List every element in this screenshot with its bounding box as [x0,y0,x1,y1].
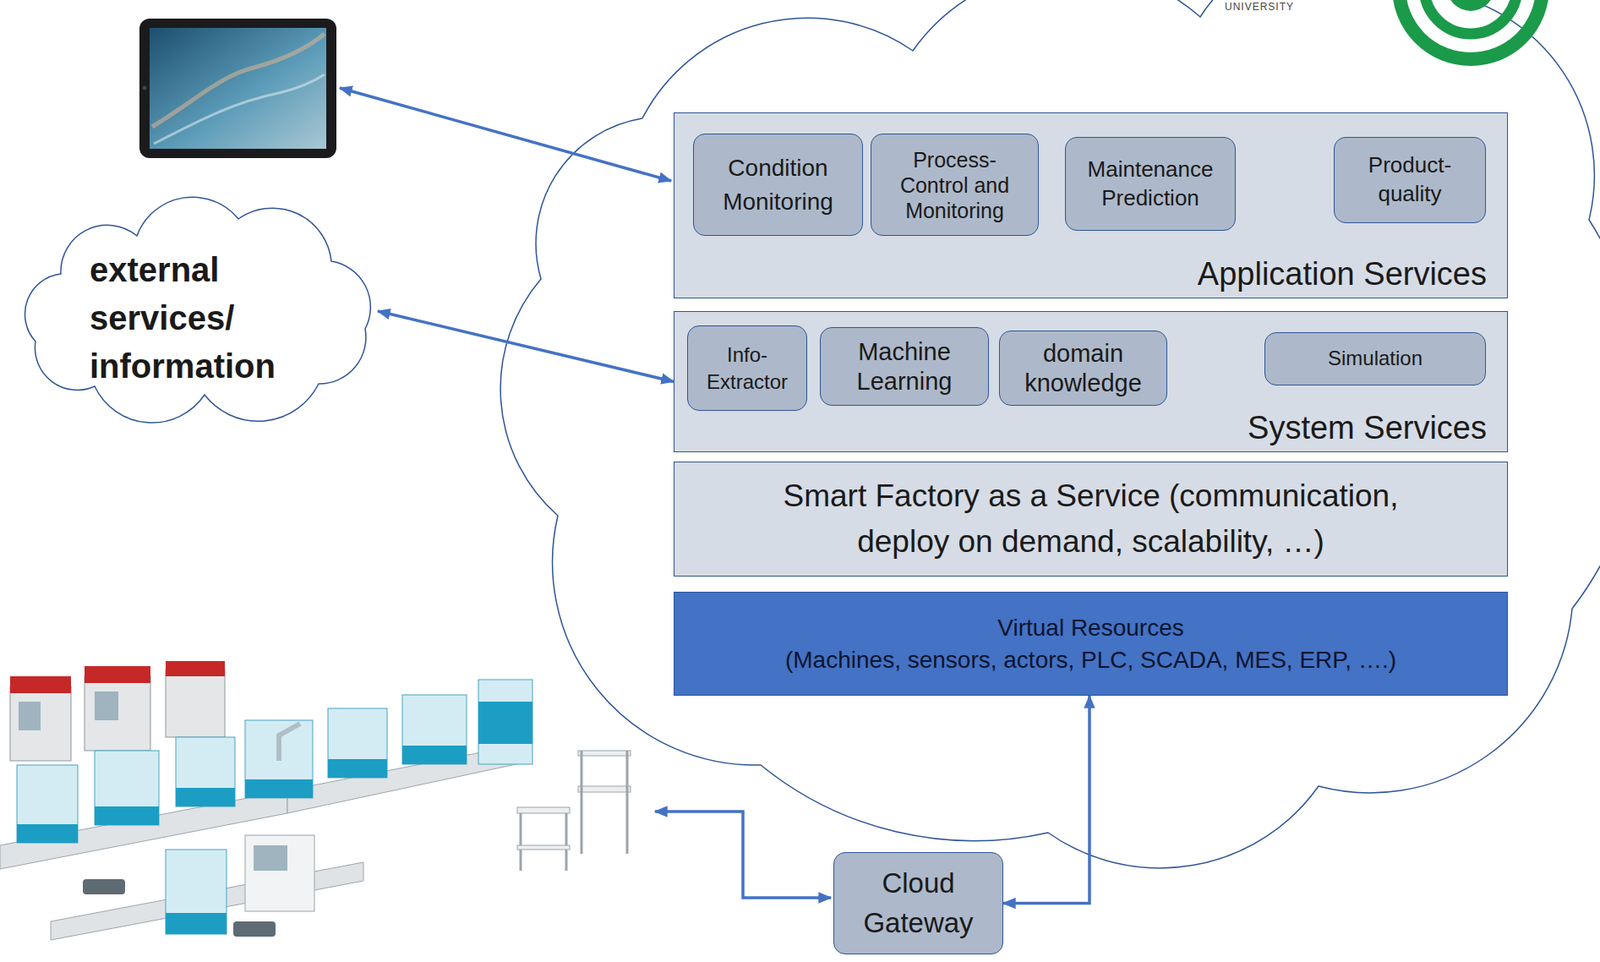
cabinet-glass [94,750,159,825]
cabinet-base [16,824,78,843]
tablet-screen [149,27,327,149]
service-box: Simulation [1264,332,1486,386]
machine-top [84,666,151,683]
cloud-label: external services/ information [89,245,301,391]
screen-swirl [152,33,325,127]
resource-band: Virtual Resources(Machines, sensors, act… [673,591,1508,696]
box-label: Product-quality [1341,151,1479,209]
box-label: Smart Factory as a Service (communicatio… [742,473,1440,564]
workstation-top [517,807,570,814]
cabinet-glass [402,694,467,765]
gateway-box: Cloud Gateway [833,851,1004,955]
machine-window [18,701,41,731]
band-heading: Virtual Resources [688,611,1494,645]
cabinet-glass [327,708,388,778]
university-logo [1398,0,1543,60]
box-label: Info-Extractor [693,341,802,394]
screen-swirl [153,74,325,144]
tablet-illustration [139,18,337,159]
service-box: Condition Monitoring [693,133,863,236]
workstation-leg [626,750,629,854]
cabinet-base [94,806,159,825]
service-box: domain knowledge [999,330,1168,406]
cabinet-base [402,745,467,765]
cabinet-glass [245,720,313,798]
service-box: Process-Control and Monitoring [870,133,1039,236]
agv [233,921,276,937]
service-box: Info-Extractor [687,325,808,411]
cabinet-base [165,912,227,934]
tablet-body [139,18,337,159]
tablet-arrow [339,87,672,181]
factory-illustration [0,660,631,940]
cabinet-glass [175,737,235,807]
platform-band: Smart Factory as a Service (communicatio… [673,461,1508,577]
cabinet-glass [16,764,78,843]
factory-arrow [655,811,831,898]
machine-body [84,676,151,751]
cabinet-base [327,759,388,778]
cloud-outline [24,196,371,423]
logo-arc [1424,0,1518,34]
white-machine [245,835,315,912]
layer-title: Application Services [1197,255,1487,295]
box-label: Cloud Gateway [842,863,994,942]
machine-window [94,691,119,721]
box-label: Machine Learning [827,337,982,397]
cabinet-glass [478,679,533,765]
box-label: Maintenance Prediction [1072,155,1229,213]
machine-body [165,669,225,738]
machine-top [165,660,225,677]
workstation-shelf [517,845,570,850]
service-box: Maintenance Prediction [1064,136,1236,231]
external-cloud: external services/ information [10,193,378,429]
logo-text: UNIVERSITY [1222,0,1297,13]
service-box: Machine Learning [819,327,989,406]
layer-title: System Services [1247,409,1487,448]
machine-top [10,676,71,694]
service-layer-band: System Services Info-Extractor Machine Lea… [673,311,1508,453]
machine-body [10,686,71,761]
band-body: (Machines, sensors, actors, PLC, SCADA, … [688,644,1494,677]
service-layer-band: Application Services Condition Monitoring… [673,112,1508,299]
cabinet-glass [165,849,227,934]
cabinet-panel [478,701,533,744]
logo-core [1447,0,1495,11]
tablet-camera [142,86,148,91]
robot-arm [278,723,301,761]
cabinet-base [175,787,235,807]
box-label: Process-Control and Monitoring [883,147,1027,224]
connector-arrow [377,311,674,383]
workstation-bar [578,750,631,756]
machine-window [253,845,288,871]
workstation-leg [580,750,584,854]
agv [82,879,126,895]
box-label: domain knowledge [1006,338,1160,399]
box-label: Simulation [1272,346,1479,372]
box-label: Condition Monitoring [700,151,856,218]
label-anchor: UNIVERSITY [1222,0,1297,13]
connector-arrow [1003,695,1090,904]
logo-arc [1398,0,1543,60]
cloud-outline [500,0,1600,869]
workstation-leg [565,813,568,871]
service-box: Product-quality [1333,136,1486,224]
workstation-leg [519,813,523,871]
workstation-top [578,786,631,792]
cabinet-base [245,779,313,798]
